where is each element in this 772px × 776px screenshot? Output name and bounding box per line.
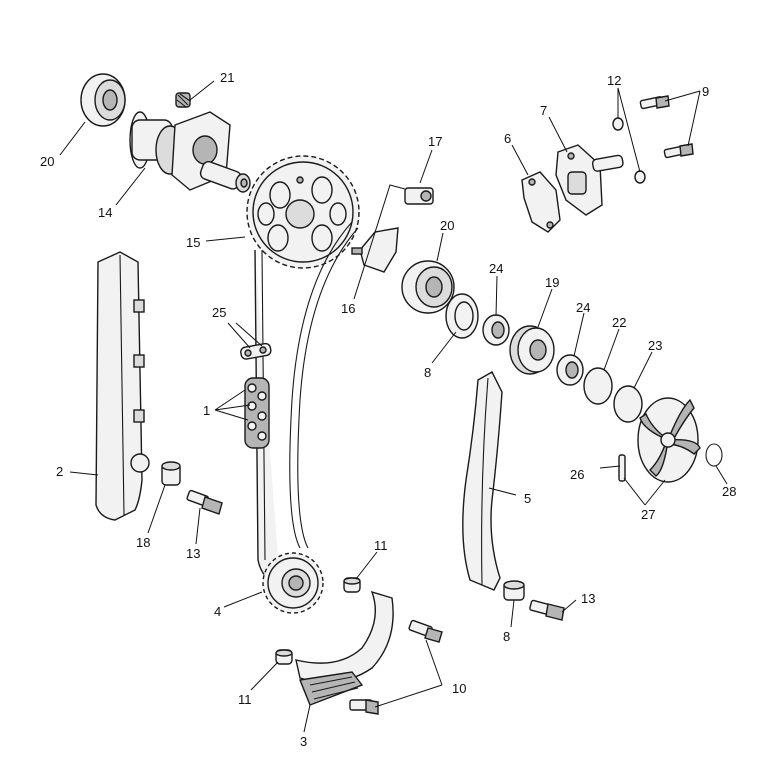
washer-8-top [445, 293, 479, 339]
callout-10: 10 [452, 681, 466, 696]
callout-2: 2 [56, 464, 63, 479]
callout-13-b: 13 [581, 591, 595, 606]
callout-27: 27 [641, 507, 655, 522]
callout-20-b: 20 [440, 218, 454, 233]
crank-sprocket-4 [262, 552, 324, 614]
chain-links-1 [244, 377, 270, 449]
callout-21: 21 [220, 70, 234, 85]
callout-5: 5 [524, 491, 531, 506]
camshaft-14 [129, 111, 251, 193]
circlip-28 [705, 443, 723, 467]
washer-12-top [612, 117, 624, 131]
impeller-27 [637, 397, 701, 483]
leader-lines [59, 80, 728, 733]
link-plate-25 [240, 342, 272, 360]
cam-sprocket-15 [246, 155, 360, 269]
callout-11-b: 11 [238, 692, 252, 707]
callout-11-a: 11 [374, 538, 388, 553]
callout-labels: 1 2 3 4 5 6 7 8 8 9 10 11 11 12 13 13 14… [40, 70, 736, 749]
pump-gear-19 [509, 325, 555, 375]
callout-3: 3 [300, 734, 307, 749]
callout-24-b: 24 [576, 300, 590, 315]
sleeve-8-bottom [503, 580, 525, 601]
callout-20-a: 20 [40, 154, 54, 169]
callout-12: 12 [607, 73, 621, 88]
chain-guide-5 [462, 371, 503, 591]
callout-17: 17 [428, 134, 442, 149]
sleeve-11-top [343, 577, 361, 593]
callout-24-a: 24 [489, 261, 503, 276]
callout-1: 1 [203, 403, 210, 418]
callout-13-a: 13 [186, 546, 200, 561]
callout-25: 25 [212, 305, 226, 320]
bearing-24-left [482, 314, 510, 346]
spring-21 [175, 92, 191, 108]
bolt-17 [404, 187, 434, 205]
disc-23 [613, 385, 643, 423]
pin-26 [618, 454, 626, 482]
sleeve-11-bottom [275, 649, 293, 665]
bolt-13-left [186, 489, 223, 515]
callout-16: 16 [341, 301, 355, 316]
callout-4: 4 [214, 604, 221, 619]
tensioner-arm-16 [351, 227, 399, 273]
callout-7: 7 [540, 103, 547, 118]
callout-9: 9 [702, 84, 709, 99]
callout-19: 19 [545, 275, 559, 290]
sleeve-18 [161, 461, 181, 486]
tensioner-7 [555, 144, 624, 216]
bolt-13-right [529, 599, 565, 621]
callout-18: 18 [136, 535, 150, 550]
washer-12-bottom [634, 170, 646, 184]
callout-8-b: 8 [503, 629, 510, 644]
disc-22 [583, 367, 613, 405]
bolt-9-bottom [663, 143, 694, 159]
lower-guide-3 [295, 590, 394, 706]
callout-26: 26 [570, 467, 584, 482]
bearing-24-right [556, 354, 584, 386]
callout-23: 23 [648, 338, 662, 353]
bearing-20-top [80, 73, 126, 127]
callout-6: 6 [504, 131, 511, 146]
bolt-10-bottom [349, 699, 379, 715]
bolt-10-top [408, 619, 443, 643]
bolt-9-top [639, 95, 670, 110]
gasket-6 [521, 171, 561, 233]
bearing-20-right [401, 260, 455, 314]
callout-22: 22 [612, 315, 626, 330]
callout-15: 15 [186, 235, 200, 250]
callout-8-a: 8 [424, 365, 431, 380]
chain-guide-2 [95, 251, 150, 521]
callout-28: 28 [722, 484, 736, 499]
timing-chain [254, 221, 359, 586]
callout-14: 14 [98, 205, 112, 220]
